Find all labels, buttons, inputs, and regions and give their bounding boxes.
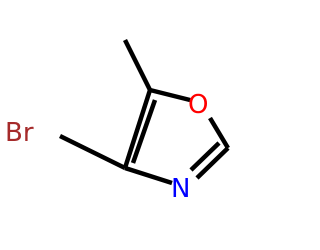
- bond-n3-c4: [124, 165, 173, 186]
- bond-methyl-c5: [122, 38, 153, 92]
- atom-oxygen-label: O: [188, 90, 208, 120]
- bonds: [59, 38, 230, 186]
- bond-c5-o1: [149, 87, 191, 103]
- bond-c4-br: [59, 133, 126, 171]
- molecule-diagram: Br O N: [5, 38, 230, 204]
- bond-c4-c5-inner: [130, 99, 158, 164]
- bond-c2-n3: [195, 146, 230, 180]
- atom-nitrogen-label: N: [171, 174, 190, 204]
- bond-c2-n3-inner: [189, 141, 221, 172]
- atom-bromine-label: Br: [5, 118, 34, 148]
- bond-c4-c5: [122, 89, 153, 169]
- bond-o1-c2: [208, 116, 230, 150]
- structure-svg: Br O N: [5, 38, 230, 204]
